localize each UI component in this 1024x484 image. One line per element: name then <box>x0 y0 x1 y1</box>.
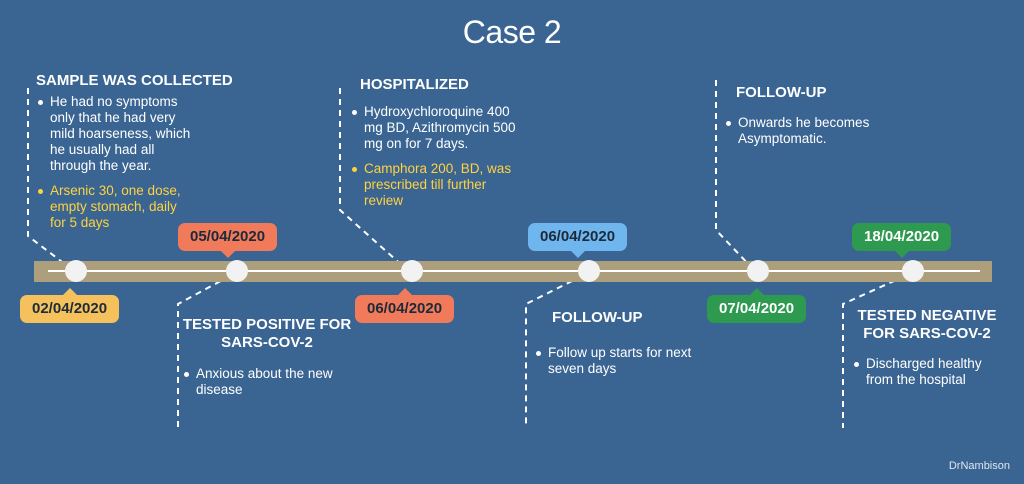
date-badge-label: 18/04/2020 <box>864 228 940 245</box>
page-title: Case 2 <box>462 14 562 50</box>
event-bullet: Anxious about the new disease <box>182 366 357 398</box>
timeline-node-1 <box>65 260 87 282</box>
event-bullet: Hydroxychloroquine 400 mg BD, Azithromyc… <box>350 104 520 152</box>
date-badge-5: 07/04/2020 <box>707 288 807 323</box>
event-heading-5: FOLLOW-UP <box>736 84 827 101</box>
date-badge-1: 02/04/2020 <box>20 288 120 323</box>
event-bullets-5: Onwards he becomes Asymptomatic. <box>724 115 899 156</box>
date-badge-3: 06/04/2020 <box>355 288 455 323</box>
connector-line-5 <box>715 80 753 269</box>
event-heading-3: HOSPITALIZED <box>360 76 469 93</box>
connector-line-3 <box>339 88 406 269</box>
date-badge-label: 05/04/2020 <box>190 228 266 245</box>
event-bullets-2: Anxious about the new disease <box>182 366 357 407</box>
event-bullet: He had no symptoms only that he had very… <box>36 94 196 174</box>
timeline-node-5 <box>747 260 769 282</box>
event-bullet: Arsenic 30, one dose, empty stomach, dai… <box>36 183 196 231</box>
event-bullet: Camphora 200, BD, was prescribed till fu… <box>350 161 520 209</box>
date-badge-label: 07/04/2020 <box>719 300 795 317</box>
event-bullets-6: Discharged healthy from the hospital <box>852 356 1002 397</box>
date-badge-label: 02/04/2020 <box>32 300 108 317</box>
event-bullet: Onwards he becomes Asymptomatic. <box>724 115 899 147</box>
timeline-node-3 <box>401 260 423 282</box>
timeline-node-2 <box>226 260 248 282</box>
timeline-node-4 <box>578 260 600 282</box>
timeline-line <box>48 270 980 272</box>
connector-line-4 <box>525 275 583 428</box>
connector-line-1 <box>27 88 71 269</box>
connector-line-6 <box>842 275 906 428</box>
event-heading-2: TESTED POSITIVE FOR SARS-COV-2 <box>182 316 352 351</box>
event-heading-6: TESTED NEGATIVE FOR SARS-COV-2 <box>857 307 997 342</box>
event-bullet: Follow up starts for next seven days <box>534 345 694 377</box>
event-bullets-4: Follow up starts for next seven days <box>534 345 694 386</box>
date-badge-2: 05/04/2020 <box>178 223 278 258</box>
date-badge-4: 06/04/2020 <box>528 223 628 258</box>
event-heading-4: FOLLOW-UP <box>552 309 643 326</box>
event-bullet: Discharged healthy from the hospital <box>852 356 1002 388</box>
event-bullets-3: Hydroxychloroquine 400 mg BD, Azithromyc… <box>350 104 520 218</box>
timeline-node-6 <box>902 260 924 282</box>
credit-label: DrNambison <box>948 460 1010 472</box>
event-bullets-1: He had no symptoms only that he had very… <box>36 94 196 240</box>
connector-line-2 <box>177 275 231 432</box>
date-badge-label: 06/04/2020 <box>540 228 616 245</box>
date-badge-label: 06/04/2020 <box>367 300 443 317</box>
event-heading-1: SAMPLE WAS COLLECTED <box>36 72 233 89</box>
date-badge-6: 18/04/2020 <box>852 223 952 258</box>
